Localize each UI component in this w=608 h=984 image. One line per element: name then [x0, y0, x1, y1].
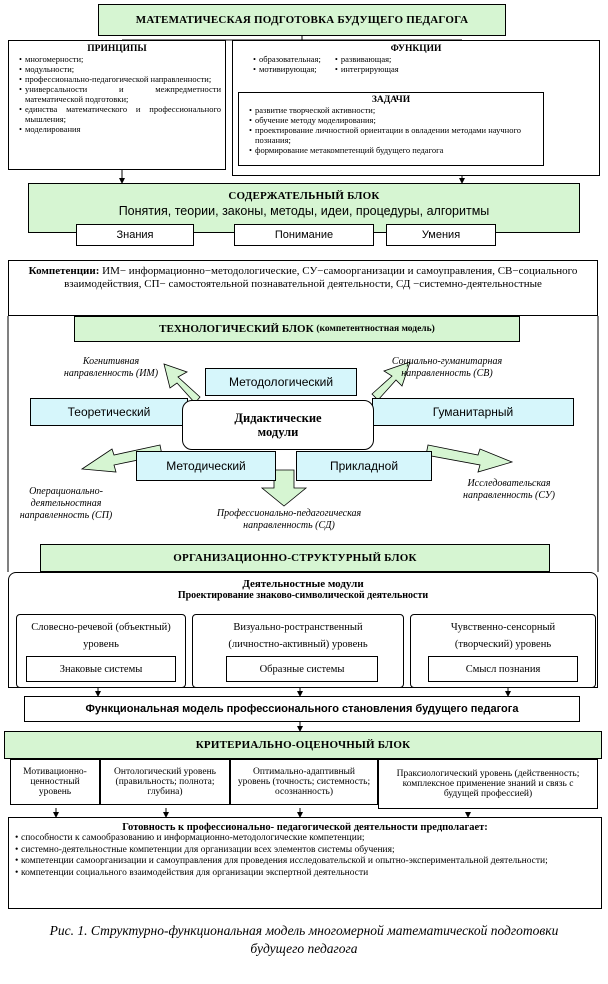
didactic-modules-center: Дидактические модули	[182, 400, 374, 450]
direction-sd: Профессионально-педагогическая направлен…	[216, 508, 362, 531]
level-verbal-title: Словесно-речевой (объектный) уровень	[31, 622, 171, 650]
direction-im: Когнитивная направленность (ИМ)	[63, 356, 159, 379]
competencies-box: Компетенции: ИМ− информационно−методолог…	[8, 260, 598, 316]
module-methodical: Методический	[136, 451, 276, 481]
level-verbal-sub: Знаковые системы	[26, 656, 176, 682]
task-item: формирование метакомпетенций будущего пе…	[249, 145, 539, 155]
tasks-box: ЗАДАЧИ развитие творческой активности;об…	[238, 92, 544, 166]
direction-sv: Социально-гуманитарная направленность (С…	[391, 356, 503, 379]
readiness-item: компетенции самоорганизации и самоуправл…	[15, 856, 595, 868]
activity-title: Деятельностные модули	[242, 578, 364, 590]
principle-item: модульности;	[19, 64, 221, 74]
task-item: развитие творческой активности;	[249, 105, 539, 115]
tech-block-heading: ТЕХНОЛОГИЧЕСКИЙ БЛОК	[159, 323, 314, 335]
task-item: проектирование личностной ориентации в о…	[249, 125, 539, 145]
function-item: развивающая;	[335, 54, 399, 64]
criteria-praxiological: Праксиологический уровень (действенность…	[378, 759, 598, 809]
content-item-knowledge: Знания	[76, 224, 194, 246]
direction-su: Исследовательская направленность (СУ)	[463, 478, 555, 501]
module-applied: Прикладной	[296, 451, 432, 481]
readiness-list: способности к самообразованию и информац…	[15, 833, 595, 879]
principle-item: профессионально-педагогической направлен…	[19, 74, 221, 84]
content-block-subtitle: Понятия, теории, законы, методы, идеи, п…	[118, 204, 490, 218]
function-item: мотивирующая;	[253, 64, 321, 74]
competencies-label: Компетенции:	[28, 265, 100, 277]
activity-subtitle: Проектирование знаково-символической дея…	[177, 590, 429, 601]
principle-item: многомерности;	[19, 54, 221, 64]
principle-item: единства математического и профессиональ…	[19, 104, 221, 124]
direction-sp: Операционально-деятельностная направленн…	[19, 486, 113, 521]
tasks-list: развитие творческой активности;обучение …	[243, 105, 539, 155]
criteria-ontological: Онтологический уровень (правильность; по…	[100, 759, 230, 805]
functions-col2: развивающая;интегрирующая	[329, 54, 399, 74]
principles-list: многомерности;модульности;профессиональн…	[13, 54, 221, 134]
criteria-motivational: Мотивационно-ценностный уровень	[10, 759, 100, 805]
readiness-box: Готовность к профессионально- педагогиче…	[8, 817, 602, 909]
page-title: МАТЕМАТИЧЕСКАЯ ПОДГОТОВКА БУДУЩЕГО ПЕДАГ…	[98, 4, 506, 36]
content-item-understanding: Понимание	[234, 224, 374, 246]
tech-block-header: ТЕХНОЛОГИЧЕСКИЙ БЛОК (компетентностная м…	[74, 316, 520, 342]
principles-heading: ПРИНЦИПЫ	[87, 44, 147, 54]
level-visual-sub: Образные системы	[226, 656, 378, 682]
module-theoretical: Теоретический	[30, 398, 188, 426]
functions-heading: ФУНКЦИИ	[390, 44, 442, 54]
functional-model-box: Функциональная модель профессионального …	[24, 696, 580, 722]
functions-col1: образовательная;мотивирующая;	[247, 54, 321, 74]
content-item-skills: Умения	[386, 224, 496, 246]
readiness-item: системно-деятельностные компетенции для …	[15, 845, 595, 857]
figure-caption: Рис. 1. Структурно-функциональная модель…	[49, 923, 559, 956]
content-block-heading: СОДЕРЖАТЕЛЬНЫЙ БЛОК	[228, 190, 380, 202]
principle-item: универсальности и межпредметности матема…	[19, 84, 221, 104]
org-block-header: ОРГАНИЗАЦИОННО-СТРУКТУРНЫЙ БЛОК	[40, 544, 550, 572]
module-methodological: Методологический	[205, 368, 357, 396]
readiness-item: компетенции социального взаимодействия д…	[15, 868, 595, 880]
principle-item: моделирования	[19, 124, 221, 134]
function-item: образовательная;	[253, 54, 321, 64]
readiness-item: способности к самообразованию и информац…	[15, 833, 595, 845]
competencies-text: ИМ− информационно−методологические, СУ−с…	[64, 265, 578, 290]
tech-block-heading-note: (компетентностная модель)	[316, 324, 435, 334]
principles-box: ПРИНЦИПЫ многомерности;модульности;профе…	[8, 40, 226, 170]
task-item: обучение методу моделирования;	[249, 115, 539, 125]
readiness-heading: Готовность к профессионально- педагогиче…	[122, 822, 488, 833]
criteria-adaptive: Оптимально-адаптивный уровень (точность;…	[230, 759, 378, 805]
criteria-block-header: КРИТЕРИАЛЬНО-ОЦЕНОЧНЫЙ БЛОК	[4, 731, 602, 759]
level-sensory-title: Чувственно-сенсорный (творческий) уровен…	[450, 622, 556, 650]
tasks-heading: ЗАДАЧИ	[371, 95, 411, 105]
module-humanitarian: Гуманитарный	[372, 398, 574, 426]
level-sensory-sub: Смысл познания	[428, 656, 578, 682]
function-item: интегрирующая	[335, 64, 399, 74]
level-visual-title: Визуально-ространственный (личностно-акт…	[228, 622, 368, 650]
